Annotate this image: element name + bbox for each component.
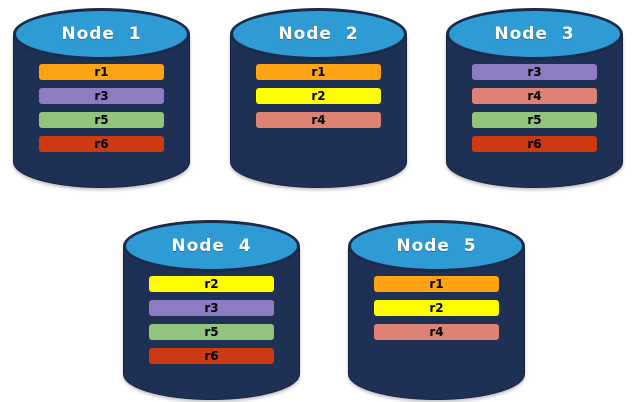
replica-bar: r1 [374, 276, 499, 292]
node-cylinder: Node 1 r1 r3 r5 r6 [13, 8, 190, 188]
replica-bar: r6 [472, 136, 597, 152]
replica-label: r6 [94, 137, 109, 151]
replica-list: r3 r4 r5 r6 [446, 64, 623, 152]
replica-label: r4 [527, 89, 542, 103]
replica-label: r5 [527, 113, 542, 127]
node-title: Node 4 [171, 236, 252, 256]
replica-list: r1 r3 r5 r6 [13, 64, 190, 152]
replica-bar: r2 [374, 300, 499, 316]
replica-label: r5 [94, 113, 109, 127]
replica-list: r1 r2 r4 [348, 276, 525, 340]
replica-bar: r5 [472, 112, 597, 128]
replica-label: r4 [429, 325, 444, 339]
node-cylinder: Node 4 r2 r3 r5 r6 [123, 220, 300, 400]
node-title: Node 5 [396, 236, 477, 256]
replica-label: r2 [429, 301, 444, 315]
replica-bar: r2 [256, 88, 381, 104]
replica-label: r3 [94, 89, 109, 103]
replica-bar: r2 [149, 276, 274, 292]
node-cylinder: Node 3 r3 r4 r5 r6 [446, 8, 623, 188]
replica-bar: r4 [472, 88, 597, 104]
replica-label: r2 [311, 89, 326, 103]
replica-label: r1 [429, 277, 444, 291]
replica-bar: r3 [149, 300, 274, 316]
replica-bar: r1 [39, 64, 164, 80]
replica-bar: r6 [149, 348, 274, 364]
node-title: Node 3 [494, 24, 575, 44]
node-title: Node 1 [61, 24, 142, 44]
replica-bar: r3 [472, 64, 597, 80]
replica-label: r1 [311, 65, 326, 79]
replica-label: r6 [204, 349, 219, 363]
cylinder-top: Node 5 [348, 220, 525, 272]
cylinder-top: Node 2 [230, 8, 407, 60]
replica-bar: r5 [39, 112, 164, 128]
replica-label: r3 [204, 301, 219, 315]
replica-bar: r1 [256, 64, 381, 80]
replica-bar: r4 [256, 112, 381, 128]
node-cylinder: Node 2 r1 r2 r4 [230, 8, 407, 188]
replica-label: r3 [527, 65, 542, 79]
cylinder-top: Node 4 [123, 220, 300, 272]
replica-label: r6 [527, 137, 542, 151]
cylinder-top: Node 3 [446, 8, 623, 60]
cylinder-top: Node 1 [13, 8, 190, 60]
replica-bar: r4 [374, 324, 499, 340]
replica-bar: r3 [39, 88, 164, 104]
replica-label: r2 [204, 277, 219, 291]
replica-list: r1 r2 r4 [230, 64, 407, 128]
replica-label: r4 [311, 113, 326, 127]
node-title: Node 2 [278, 24, 359, 44]
replica-label: r5 [204, 325, 219, 339]
replica-list: r2 r3 r5 r6 [123, 276, 300, 364]
replica-bar: r5 [149, 324, 274, 340]
node-cylinder: Node 5 r1 r2 r4 [348, 220, 525, 400]
replica-label: r1 [94, 65, 109, 79]
replica-bar: r6 [39, 136, 164, 152]
